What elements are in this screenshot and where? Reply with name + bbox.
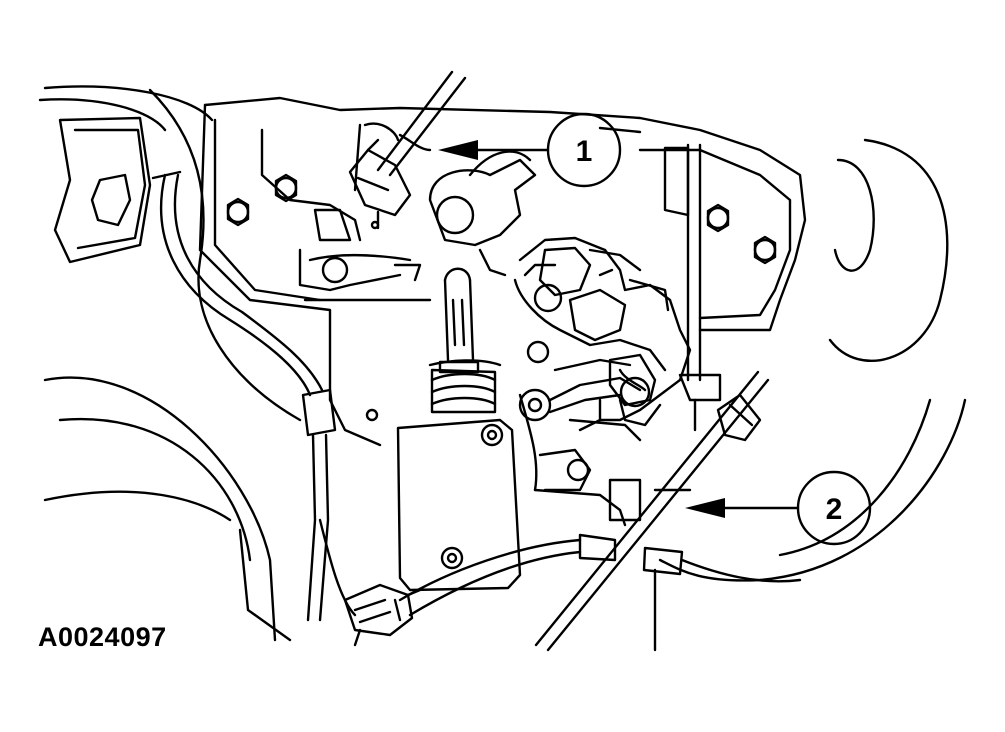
bellcrank-lever (428, 150, 537, 277)
callout-2 (718, 470, 872, 546)
linkage-plate (260, 123, 432, 302)
cable-1 (348, 70, 467, 230)
wiring-harness (151, 170, 802, 652)
latch-mechanism (513, 236, 692, 527)
door-lock-actuator (396, 267, 522, 592)
callout-2-number: 2 (826, 493, 843, 526)
cable-2 (534, 370, 770, 652)
ball-link-arm (518, 376, 662, 427)
door-panel-outline (38, 85, 967, 642)
latch-mounting-plate (198, 96, 807, 447)
lock-rod (663, 143, 722, 432)
callout-1-number: 1 (576, 135, 593, 168)
callout-1-arrowhead (438, 140, 478, 160)
callout-2-arrowhead (685, 498, 725, 518)
figure-id-label: A0024097 (38, 622, 167, 652)
callout-1 (468, 112, 622, 188)
